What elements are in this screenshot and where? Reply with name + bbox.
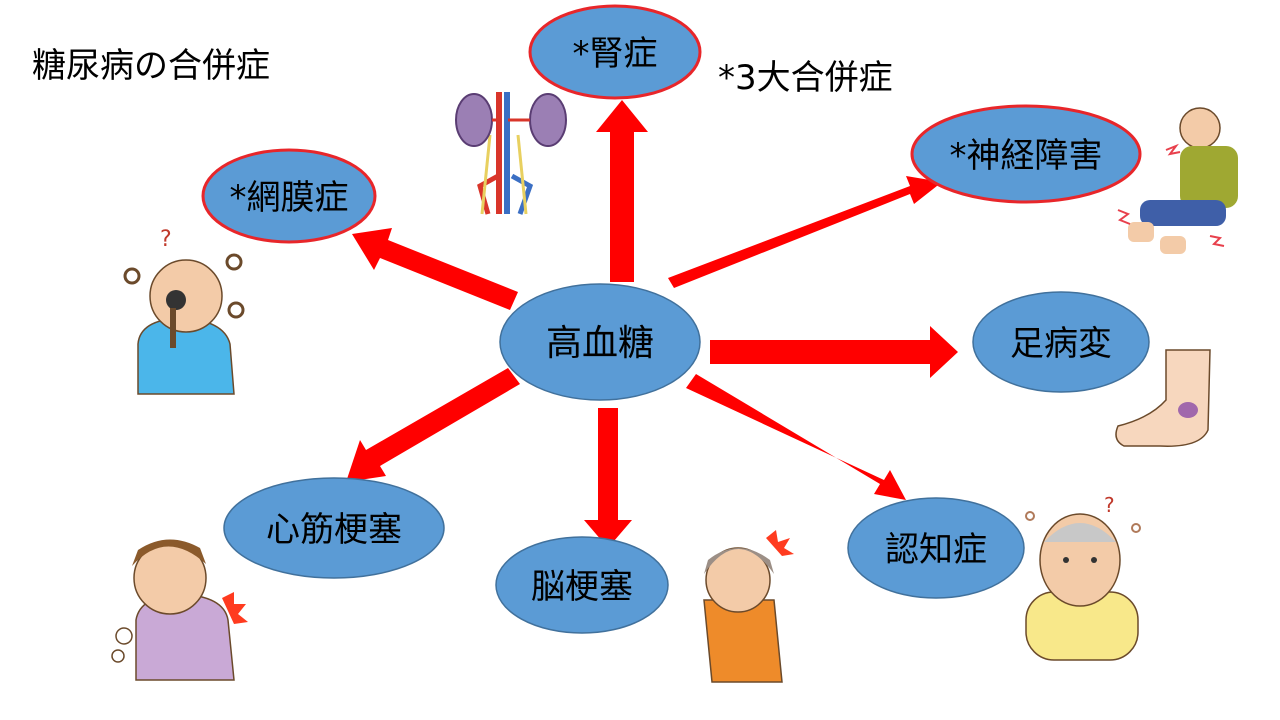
chest-pain-man-illustration xyxy=(111,539,248,681)
arrow-to-retinopathy xyxy=(352,228,518,310)
node-foot xyxy=(972,291,1150,393)
center-node-label: 高血糖 xyxy=(546,323,654,364)
headache-elderly-woman-illustration xyxy=(703,530,794,683)
svg-text:?: ? xyxy=(1104,493,1115,517)
node-foot-label: 足病変 xyxy=(1010,324,1112,364)
arrow-to-foot xyxy=(710,326,958,378)
node-stroke xyxy=(495,536,669,634)
bruised-foot-illustration xyxy=(1115,349,1211,447)
arrow-to-stroke xyxy=(584,408,632,548)
confused-elderly-man-illustration: ? xyxy=(1025,493,1141,661)
node-stroke-label: 脳梗塞 xyxy=(531,567,633,607)
node-retinopathy-label: *網膜症 xyxy=(230,178,349,218)
kidneys-illustration xyxy=(455,92,567,215)
center-node-hyperglycemia xyxy=(499,283,701,401)
arrow-to-dementia xyxy=(686,374,906,500)
node-dementia xyxy=(847,497,1025,599)
svg-text:?: ? xyxy=(160,227,172,252)
node-mi-label: 心筋梗塞 xyxy=(266,510,402,550)
node-nephropathy-label: *腎症 xyxy=(573,34,658,74)
major-complications-note: *3大合併症 xyxy=(718,58,893,98)
eye-problem-man-illustration: ? xyxy=(123,227,245,395)
node-neuropathy-label: *神経障害 xyxy=(950,136,1103,176)
node-mi xyxy=(223,477,445,579)
node-nephropathy xyxy=(528,4,702,100)
slide-title: 糖尿病の合併症 xyxy=(32,46,270,86)
node-retinopathy xyxy=(201,148,377,244)
arrow-to-neuropathy xyxy=(668,176,942,288)
node-dementia-label: 認知症 xyxy=(885,530,987,570)
arrow-to-nephropathy xyxy=(596,100,648,282)
arrow-to-mi xyxy=(346,368,520,482)
numb-elderly-man-illustration xyxy=(1117,107,1238,254)
node-neuropathy xyxy=(910,104,1142,204)
